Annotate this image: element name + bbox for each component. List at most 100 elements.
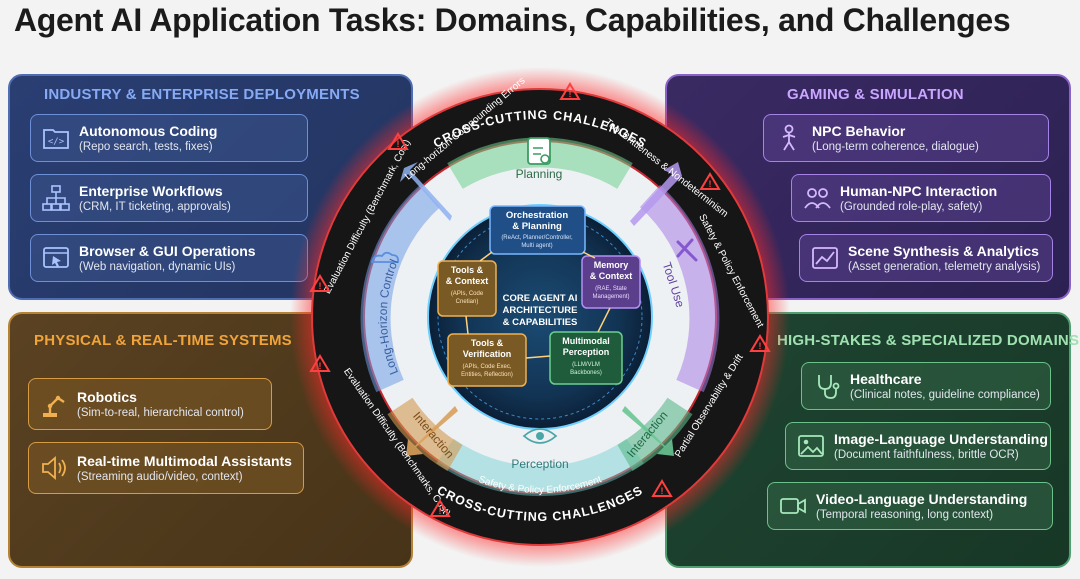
realtime-assistants-card[interactable]: Real-time Multimodal Assistants (Streami… — [28, 442, 304, 494]
industry-panel-title: Industry & Enterprise Deployments — [44, 86, 360, 103]
planning-clipboard-icon — [527, 137, 551, 165]
physical-panel-title: Physical & Real-Time Systems — [34, 332, 292, 349]
tools-verification-module[interactable]: Tools & Verification (APIs, Code Exec, E… — [447, 333, 527, 387]
card-subtitle: (Grounded role-play, safety) — [840, 201, 983, 213]
long-horizon-cloud-icon — [370, 251, 400, 263]
npc-behavior-card[interactable]: NPC Behavior (Long-term coherence, dialo… — [763, 114, 1049, 162]
card-title: Human-NPC Interaction — [840, 183, 998, 199]
card-subtitle: (Sim-to-real, hierarchical control) — [77, 407, 244, 419]
video-camera-icon — [778, 491, 808, 521]
multimodal-perception-module[interactable]: Multimodal Perception (LLM/VLM Backbones… — [549, 331, 623, 385]
card-title: Video-Language Understanding — [816, 491, 1028, 507]
module-title: Multimodal — [562, 336, 610, 346]
warning-icon: ! — [387, 132, 409, 150]
robot-arm-icon — [39, 389, 69, 419]
tool-use-arc — [639, 184, 720, 393]
module-title: Tools & — [471, 338, 504, 348]
svg-text:</>: </> — [48, 137, 65, 147]
healthcare-card[interactable]: Healthcare (Clinical notes, guideline co… — [801, 362, 1051, 410]
module-flow-arrows — [465, 251, 611, 359]
npc-figure-icon — [774, 123, 804, 153]
svg-text:!: ! — [759, 341, 762, 351]
code-icon: </> — [41, 123, 71, 153]
card-subtitle: (Temporal reasoning, long context) — [816, 509, 994, 521]
warning-icon: ! — [309, 354, 331, 372]
module-subtitle: Backbones) — [570, 370, 602, 376]
memory-module[interactable]: Memory & Context (RAE, State Management) — [581, 255, 641, 309]
page-title: Agent AI Application Tasks: Domains, Cap… — [14, 2, 1011, 38]
arrow-top-left — [400, 162, 452, 221]
svg-text:!: ! — [397, 139, 400, 149]
card-title: Enterprise Workflows — [79, 183, 223, 199]
core-center-line1: CORE AGENT AI — [503, 293, 578, 304]
video-language-card[interactable]: Video-Language Understanding (Temporal r… — [767, 482, 1053, 530]
svg-text:!: ! — [709, 179, 712, 189]
module-title: Tools & — [451, 265, 484, 275]
warning-icon: ! — [429, 499, 451, 517]
svg-text:!: ! — [661, 486, 664, 496]
browser-cursor-icon — [41, 243, 71, 273]
warning-icon: ! — [699, 172, 721, 190]
interaction-left-arc — [387, 397, 463, 471]
card-subtitle: (Document faithfulness, brittle OCR) — [834, 449, 1019, 461]
card-subtitle: (Asset generation, telemetry analysis) — [848, 261, 1041, 273]
people-icon — [802, 183, 832, 213]
module-title: Perception — [563, 347, 610, 357]
warning-icon: ! — [749, 334, 771, 352]
svg-text:!: ! — [569, 89, 572, 99]
module-subtitle: (RAE, State — [595, 286, 627, 292]
warning-icon: ! — [309, 274, 331, 292]
warning-icon: ! — [651, 479, 673, 497]
core-center-line2: ARCHITECTURE — [503, 305, 578, 316]
card-title: Healthcare — [850, 371, 922, 387]
module-subtitle: (APIs, Code Exec, — [462, 364, 511, 370]
arrow-bottom-right — [622, 406, 674, 456]
enterprise-workflows-card[interactable]: Enterprise Workflows (CRM, IT ticketing,… — [30, 174, 308, 222]
core-architecture-diagram: CORE AGENT AI ARCHITECTURE & CAPABILITIE… — [290, 67, 790, 567]
card-subtitle: (CRM, IT ticketing, approvals) — [79, 201, 231, 213]
module-subtitle: Entities, Reflection) — [461, 372, 513, 378]
card-title: NPC Behavior — [812, 123, 906, 139]
module-title: Verification — [463, 349, 512, 359]
core-inner-ring — [437, 214, 643, 420]
card-subtitle: (Repo search, tests, fixes) — [79, 141, 213, 153]
orchestration-module[interactable]: Orchestration & Planning (ReAct, Planner… — [489, 205, 586, 255]
card-subtitle: (Long-term coherence, dialogue) — [812, 141, 979, 153]
perception-label: Perception — [511, 457, 568, 471]
arrow-bottom-left — [406, 406, 458, 456]
card-subtitle: (Web navigation, dynamic UIs) — [79, 261, 236, 273]
card-title: Image-Language Understanding — [834, 431, 1048, 447]
workflow-icon — [41, 183, 71, 213]
tools-context-module[interactable]: Tools & & Context (APIs, Code Cnetian) — [437, 260, 497, 317]
arrow-top-right — [630, 162, 682, 226]
module-title: Orchestration — [506, 210, 568, 221]
svg-text:!: ! — [319, 281, 322, 291]
module-subtitle: (APIs, Code — [451, 291, 484, 297]
warning-icon: ! — [559, 82, 581, 100]
card-title: Browser & GUI Operations — [79, 243, 256, 259]
card-title: Robotics — [77, 389, 137, 405]
scene-synthesis-card[interactable]: Scene Synthesis & Analytics (Asset gener… — [799, 234, 1053, 282]
planning-label: Planning — [516, 167, 563, 181]
browser-gui-card[interactable]: Browser & GUI Operations (Web navigation… — [30, 234, 308, 282]
module-subtitle: Management) — [592, 294, 629, 300]
module-subtitle: Cnetian) — [456, 299, 479, 305]
module-subtitle: (ReAct, Planner/Controller, — [501, 235, 573, 241]
human-npc-interaction-card[interactable]: Human-NPC Interaction (Grounded role-pla… — [791, 174, 1051, 222]
interaction-right-arc — [617, 397, 693, 471]
card-title: Scene Synthesis & Analytics — [848, 243, 1039, 259]
image-language-card[interactable]: Image-Language Understanding (Document f… — [785, 422, 1051, 470]
robotics-card[interactable]: Robotics (Sim-to-real, hierarchical cont… — [28, 378, 272, 430]
card-title: Autonomous Coding — [79, 123, 218, 139]
card-subtitle: (Streaming audio/video, context) — [77, 471, 243, 483]
card-subtitle: (Clinical notes, guideline compliance) — [850, 389, 1040, 401]
high-stakes-panel-title: High-Stakes & Specialized Domains — [777, 332, 1080, 349]
perception-eye-icon — [522, 428, 558, 444]
gaming-panel-title: Gaming & Simulation — [787, 86, 964, 103]
image-icon — [796, 431, 826, 461]
core-center-line3: & CAPABILITIES — [503, 317, 578, 328]
module-subtitle: (LLM/VLM — [572, 362, 600, 368]
autonomous-coding-card[interactable]: </> Autonomous Coding (Repo search, test… — [30, 114, 308, 162]
perception-arc — [436, 438, 644, 497]
module-title: Memory — [594, 260, 629, 270]
